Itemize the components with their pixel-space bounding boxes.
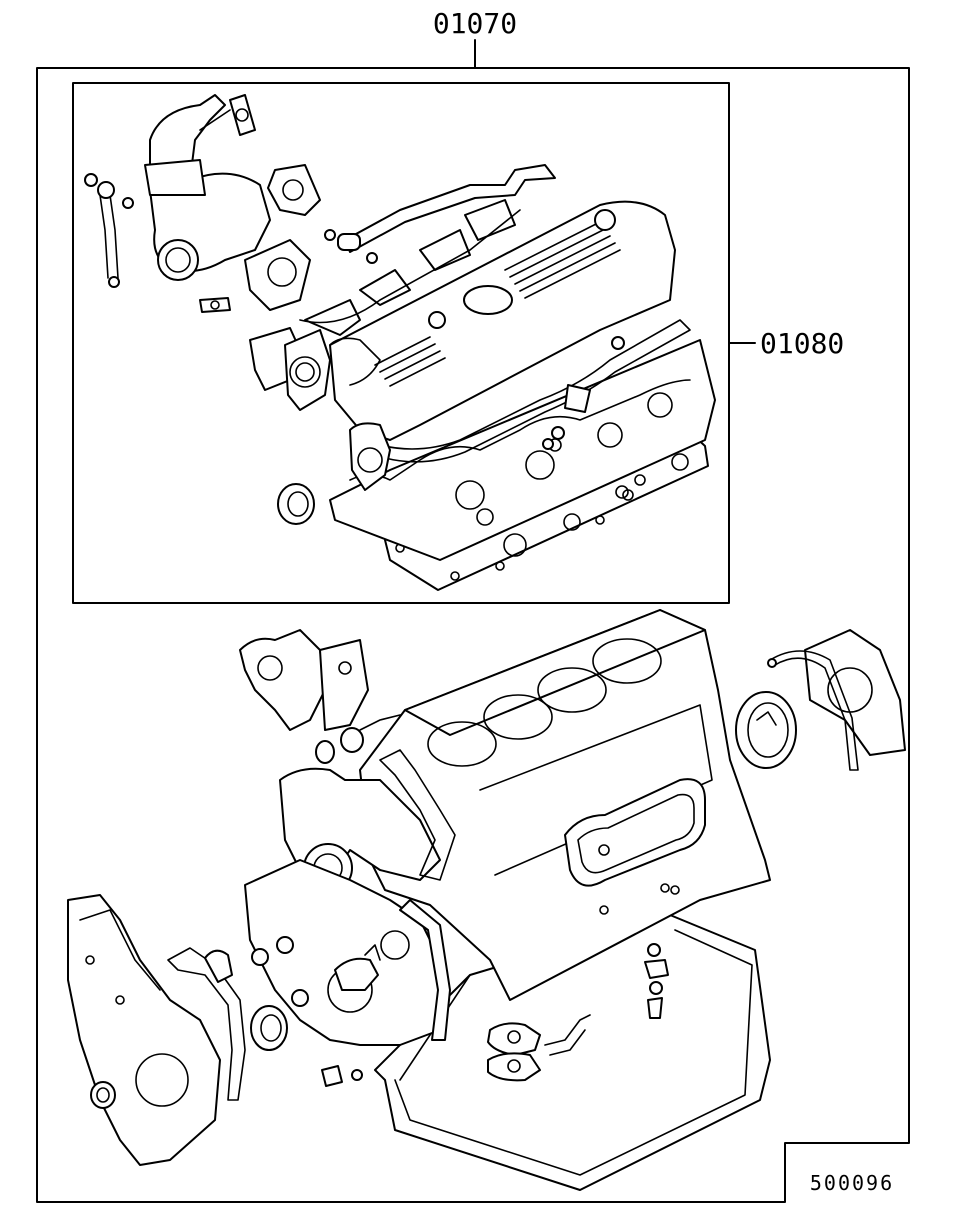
oil-feed-pipe [84, 173, 378, 288]
oil-drain-plug [321, 1065, 363, 1087]
oil-pump-gasket [399, 899, 451, 1041]
water-outlet-housing [249, 327, 331, 411]
illustration-number: 500096 [810, 1171, 894, 1195]
lower-seal-rings [90, 936, 309, 1109]
front-crankshaft-seal [250, 1005, 288, 1051]
valve-stem-seals [542, 336, 625, 450]
intake-manifold [299, 199, 521, 336]
rear-seal-retainer [804, 629, 906, 756]
timing-cover [67, 894, 221, 1166]
thermostat-housing [349, 422, 391, 491]
rocker-cover [329, 200, 676, 441]
water-pipe-o-rings [315, 714, 401, 764]
turbo-gaskets [199, 94, 321, 313]
breather-hose [337, 164, 556, 253]
cylinder-head [329, 339, 716, 561]
oil-pressure-switch [644, 943, 669, 1019]
overhaul-kit-label: 01070 [433, 7, 517, 40]
outer-kit-frame [36, 67, 910, 1203]
turbocharger [144, 94, 311, 311]
side-cover-gasket [564, 778, 706, 887]
rear-retainer-gasket [767, 650, 859, 771]
water-pump-gasket [379, 749, 456, 881]
oil-level-gauge-guide [544, 1014, 591, 1056]
oil-jet [334, 944, 381, 991]
front-oil-seal-upper [277, 483, 315, 525]
water-inlet-fitting [239, 629, 369, 731]
oil-filler-cap [463, 285, 513, 315]
rear-oil-seal [735, 691, 797, 769]
cylinder-block [359, 609, 771, 1001]
breather-fitting [594, 209, 616, 231]
upper-gasket-kit-label: 01080 [760, 327, 844, 360]
rocker-cover-gasket [379, 319, 691, 463]
oil-strainer-gasket [487, 1022, 541, 1082]
